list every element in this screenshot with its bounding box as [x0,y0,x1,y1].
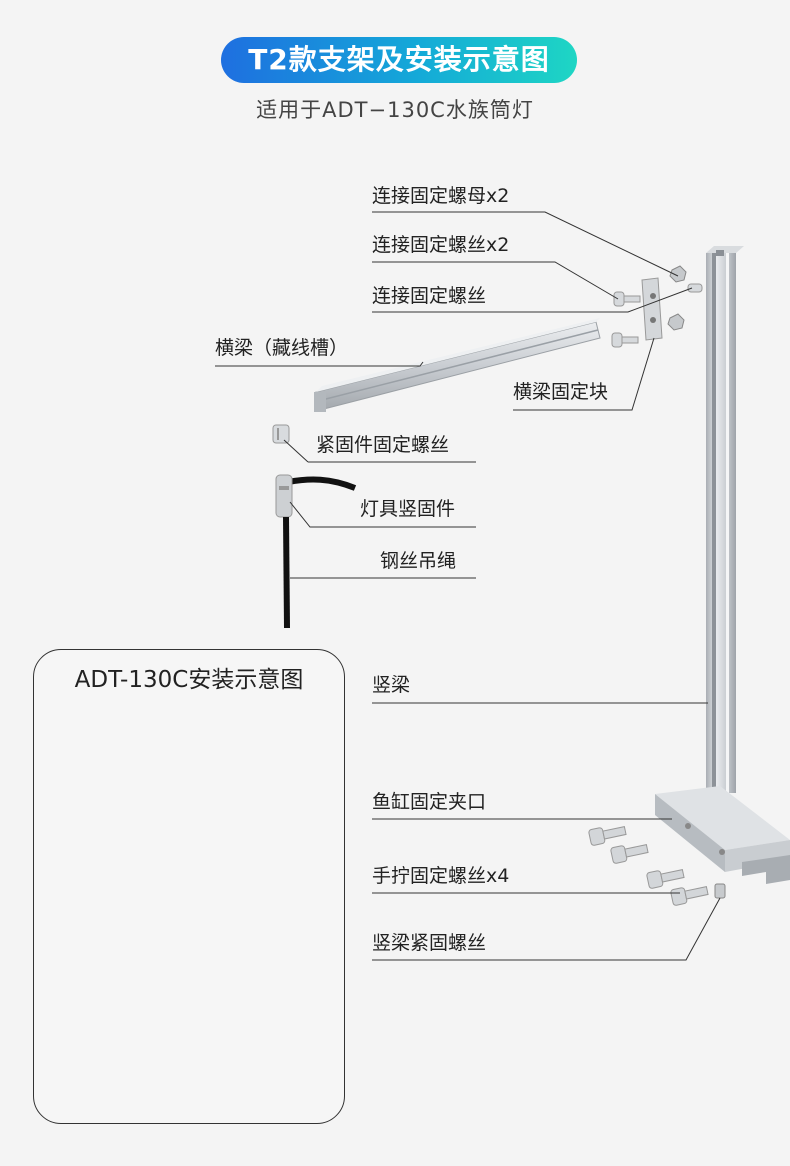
label-vertical-pillar: 竖梁 [372,674,411,696]
label-tank-clamp: 鱼缸固定夹口 [372,791,487,813]
pillar-set-screw [714,883,726,899]
hand-screws [588,826,709,906]
inset-frame [33,649,345,1124]
label-connector-screw-x2: 连接固定螺丝x2 [372,234,510,256]
label-crossbeam: 横梁（藏线槽） [215,337,349,359]
beam-fixing-block [641,277,663,341]
tank-clamp-part [655,786,790,884]
label-connector-screw: 连接固定螺丝 [372,285,487,307]
inset-title: ADT-130C安装示意图 [74,667,304,693]
label-hand-screws: 手拧固定螺丝x4 [372,865,510,887]
connector-screws [611,283,703,348]
vertical-pillar [706,246,744,793]
label-wire-rope: 钢丝吊绳 [380,550,457,572]
label-beam-fixing-block: 横梁固定块 [513,381,609,403]
connector-nuts [667,265,687,331]
label-lamp-fastener: 灯具竖固件 [360,498,456,520]
leader-lines [215,211,721,961]
label-connector-nut: 连接固定螺母x2 [372,185,510,207]
fastener-screw-part [272,424,290,444]
lamp-fastener-part [275,474,357,629]
label-pillar-screw: 竖梁紧固螺丝 [372,932,487,954]
page-title: T2款支架及安装示意图 [221,37,577,83]
label-fastener-screw: 紧固件固定螺丝 [316,434,450,456]
horizontal-beam [314,318,601,412]
page-subtitle: 适用于ADT−130C水族筒灯 [256,98,534,122]
